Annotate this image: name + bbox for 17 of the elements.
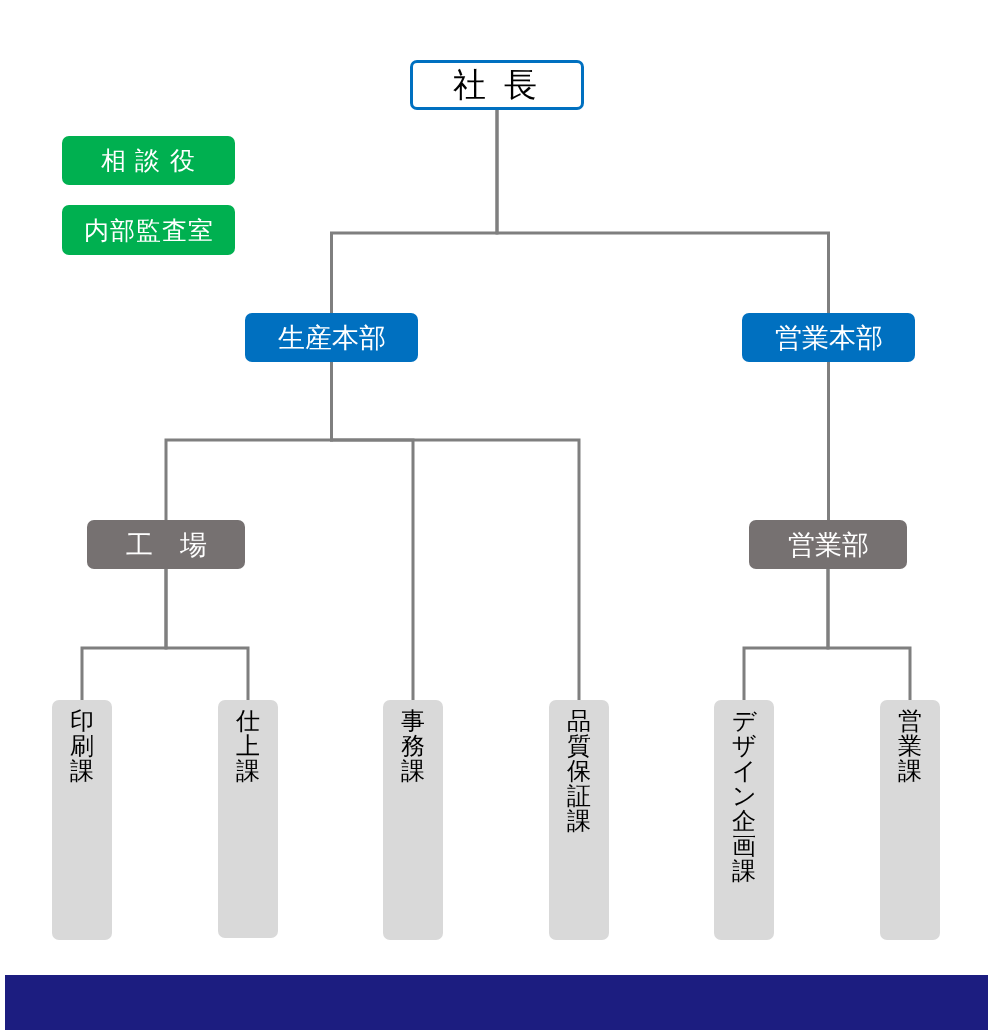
connector-line: [827, 362, 830, 520]
section-box: 品質保証課: [549, 700, 609, 940]
section-box: 営業課: [880, 700, 940, 940]
section-box: 仕上課: [218, 700, 278, 938]
connector-line: [164, 569, 250, 700]
department-box: 工 場: [87, 520, 245, 569]
connector-line: [495, 110, 830, 313]
section-box: 印刷課: [52, 700, 112, 940]
position-box: 相 談 役: [62, 136, 235, 185]
division-box: 営業本部: [742, 313, 915, 362]
section-box: 事務課: [383, 700, 443, 940]
position-box: 社 長: [410, 60, 584, 110]
division-box: 生産本部: [245, 313, 418, 362]
section-box: デザイン企画課: [714, 700, 774, 940]
position-box: 内部監査室: [62, 205, 235, 255]
connector-line: [826, 569, 912, 700]
department-box: 営業部: [749, 520, 907, 569]
